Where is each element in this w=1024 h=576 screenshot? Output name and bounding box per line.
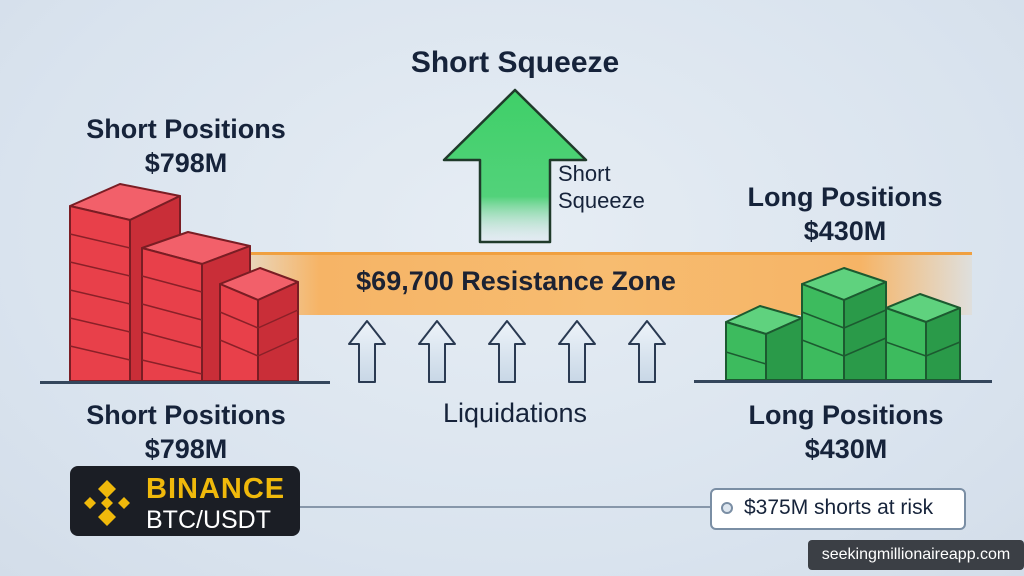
- long-positions-top-label: Long Positions $430M: [720, 180, 970, 248]
- resistance-zone-label: $69,700 Resistance Zone: [356, 266, 676, 296]
- liquidation-arrow-icon: [628, 320, 666, 383]
- page-title: Short Squeeze: [410, 46, 620, 79]
- long-positions-bottom-label: Long Positions $430M: [716, 398, 976, 466]
- arrow-label-line1: Short: [558, 161, 611, 186]
- liquidation-arrow-icon: [418, 320, 456, 383]
- short-positions-stack-icon: [69, 183, 299, 382]
- liquidations-label: Liquidations: [442, 398, 588, 428]
- liquidation-arrow-icon: [348, 320, 386, 383]
- long-bottom-title: Long Positions: [748, 400, 944, 430]
- short-bottom-value: $798M: [144, 434, 228, 464]
- short-positions-bottom-label: Short Positions $798M: [58, 398, 314, 466]
- risk-tag: [710, 488, 966, 530]
- risk-tag-label: $375M shorts at risk: [744, 496, 934, 519]
- watermark: seekingmillionaireapp.com: [808, 540, 1024, 570]
- short-top-title: Short Positions: [86, 114, 286, 144]
- short-squeeze-arrow-icon: [442, 88, 588, 244]
- exchange-name: BINANCE: [146, 473, 286, 505]
- long-positions-stack-icon: [725, 267, 961, 381]
- short-positions-top-label: Short Positions $798M: [60, 112, 312, 180]
- long-ground-line: [694, 380, 992, 383]
- liquidation-arrow-icon: [558, 320, 596, 383]
- binance-logo-icon: [84, 480, 130, 526]
- tag-hole-icon: [721, 502, 733, 514]
- liquidation-arrows: [348, 320, 666, 383]
- short-bottom-title: Short Positions: [86, 400, 286, 430]
- short-top-value: $798M: [144, 148, 228, 178]
- liquidation-arrow-icon: [488, 320, 526, 383]
- arrow-label: Short Squeeze: [558, 160, 645, 214]
- connector-line: [300, 506, 720, 508]
- long-top-title: Long Positions: [747, 182, 943, 212]
- arrow-label-line2: Squeeze: [558, 188, 645, 213]
- trading-pair: BTC/USDT: [146, 506, 271, 534]
- long-bottom-value: $430M: [804, 434, 888, 464]
- short-ground-line: [40, 381, 330, 384]
- long-top-value: $430M: [803, 216, 887, 246]
